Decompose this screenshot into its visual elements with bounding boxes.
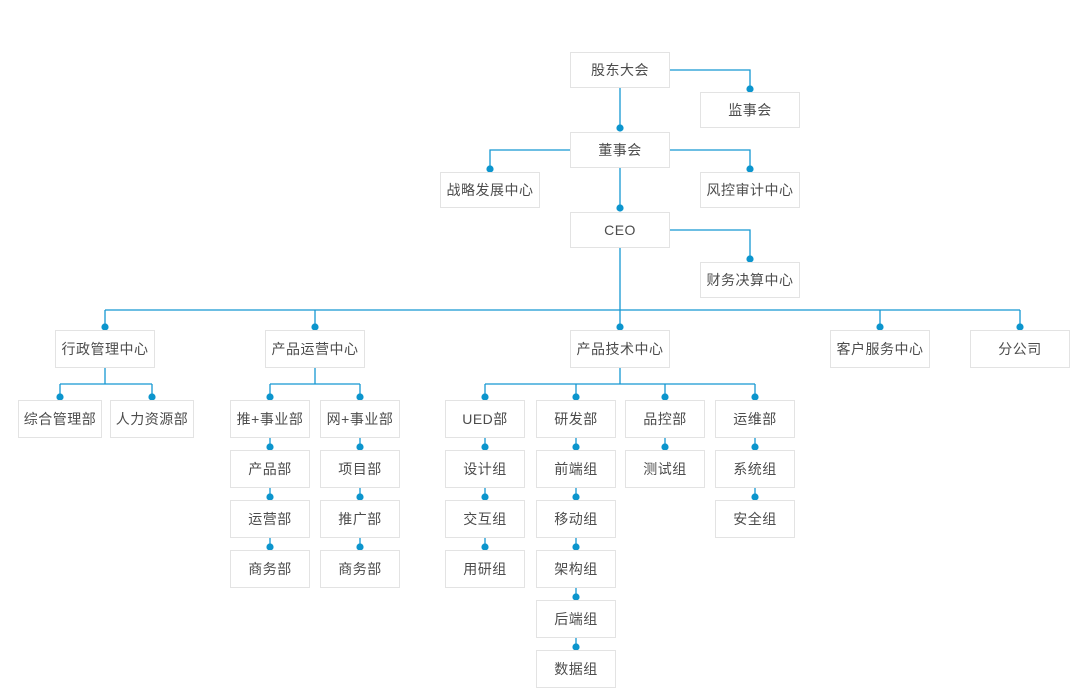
org-node-mobile-team: 移动组 <box>536 500 616 538</box>
org-node-label-qc-dept: 品控部 <box>643 411 687 427</box>
org-node-label-promotion-dept: 推广部 <box>338 511 382 527</box>
org-node-strategy-center: 战略发展中心 <box>440 172 540 208</box>
org-node-qc-dept: 品控部 <box>625 400 705 438</box>
org-node-label-customer-service-center: 客户服务中心 <box>836 341 924 357</box>
org-node-ceo: CEO <box>570 212 670 248</box>
org-node-label-product-tech-center: 产品技术中心 <box>576 341 664 357</box>
org-node-frontend-team: 前端组 <box>536 450 616 488</box>
org-node-interaction-team: 交互组 <box>445 500 525 538</box>
org-node-label-ceo: CEO <box>604 222 636 238</box>
org-node-security-team: 安全组 <box>715 500 795 538</box>
org-node-label-product-ops-center: 产品运营中心 <box>271 341 359 357</box>
org-node-rd-dept: 研发部 <box>536 400 616 438</box>
org-node-label-shareholders: 股东大会 <box>591 62 649 78</box>
org-node-label-tui-division: 推+事业部 <box>236 411 304 427</box>
org-node-label-board: 董事会 <box>598 142 642 158</box>
org-node-label-business-dept-tui: 商务部 <box>248 561 292 577</box>
org-node-branch-company: 分公司 <box>970 330 1070 368</box>
org-node-data-team: 数据组 <box>536 650 616 688</box>
org-node-label-mobile-team: 移动组 <box>554 511 598 527</box>
org-node-product-tech-center: 产品技术中心 <box>570 330 670 368</box>
org-node-label-strategy-center: 战略发展中心 <box>446 182 534 198</box>
org-node-label-rd-dept: 研发部 <box>554 411 598 427</box>
org-node-ops-dept: 运维部 <box>715 400 795 438</box>
org-node-label-frontend-team: 前端组 <box>554 461 598 477</box>
org-node-shareholders: 股东大会 <box>570 52 670 88</box>
org-node-label-admin-center: 行政管理中心 <box>61 341 149 357</box>
org-node-label-security-team: 安全组 <box>733 511 777 527</box>
org-node-user-research-team: 用研组 <box>445 550 525 588</box>
org-node-product-ops-center: 产品运营中心 <box>265 330 365 368</box>
org-node-label-system-team: 系统组 <box>733 461 777 477</box>
org-node-label-wang-division: 网+事业部 <box>326 411 394 427</box>
org-node-label-project-dept: 项目部 <box>338 461 382 477</box>
org-node-testing-team: 测试组 <box>625 450 705 488</box>
org-node-label-risk-audit-center: 风控审计中心 <box>706 182 794 198</box>
org-node-label-design-team: 设计组 <box>463 461 507 477</box>
org-node-supervisory-board: 监事会 <box>700 92 800 128</box>
org-node-customer-service-center: 客户服务中心 <box>830 330 930 368</box>
org-node-label-finance-center: 财务决算中心 <box>706 272 794 288</box>
org-node-business-dept-wang: 商务部 <box>320 550 400 588</box>
org-node-label-product-dept: 产品部 <box>248 461 292 477</box>
org-node-finance-center: 财务决算中心 <box>700 262 800 298</box>
org-node-backend-team: 后端组 <box>536 600 616 638</box>
org-node-product-dept: 产品部 <box>230 450 310 488</box>
org-node-design-team: 设计组 <box>445 450 525 488</box>
org-node-operation-dept: 运营部 <box>230 500 310 538</box>
org-node-label-ops-dept: 运维部 <box>733 411 777 427</box>
org-node-risk-audit-center: 风控审计中心 <box>700 172 800 208</box>
org-node-label-operation-dept: 运营部 <box>248 511 292 527</box>
org-node-tui-division: 推+事业部 <box>230 400 310 438</box>
org-node-label-user-research-team: 用研组 <box>463 561 507 577</box>
org-node-label-supervisory-board: 监事会 <box>728 102 772 118</box>
org-node-wang-division: 网+事业部 <box>320 400 400 438</box>
org-node-label-interaction-team: 交互组 <box>463 511 507 527</box>
org-node-label-testing-team: 测试组 <box>643 461 687 477</box>
org-node-board: 董事会 <box>570 132 670 168</box>
org-node-label-branch-company: 分公司 <box>998 341 1042 357</box>
org-node-label-general-mgmt-dept: 综合管理部 <box>23 411 97 427</box>
org-node-label-hr-dept: 人力资源部 <box>115 411 189 427</box>
org-node-architecture-team: 架构组 <box>536 550 616 588</box>
org-node-ued-dept: UED部 <box>445 400 525 438</box>
org-node-admin-center: 行政管理中心 <box>55 330 155 368</box>
org-node-general-mgmt-dept: 综合管理部 <box>18 400 102 438</box>
org-node-promotion-dept: 推广部 <box>320 500 400 538</box>
org-node-label-architecture-team: 架构组 <box>554 561 598 577</box>
org-node-label-business-dept-wang: 商务部 <box>338 561 382 577</box>
org-node-project-dept: 项目部 <box>320 450 400 488</box>
org-node-system-team: 系统组 <box>715 450 795 488</box>
org-node-label-backend-team: 后端组 <box>554 611 598 627</box>
org-node-business-dept-tui: 商务部 <box>230 550 310 588</box>
org-node-label-data-team: 数据组 <box>554 661 598 677</box>
org-node-label-ued-dept: UED部 <box>462 411 508 427</box>
org-node-hr-dept: 人力资源部 <box>110 400 194 438</box>
